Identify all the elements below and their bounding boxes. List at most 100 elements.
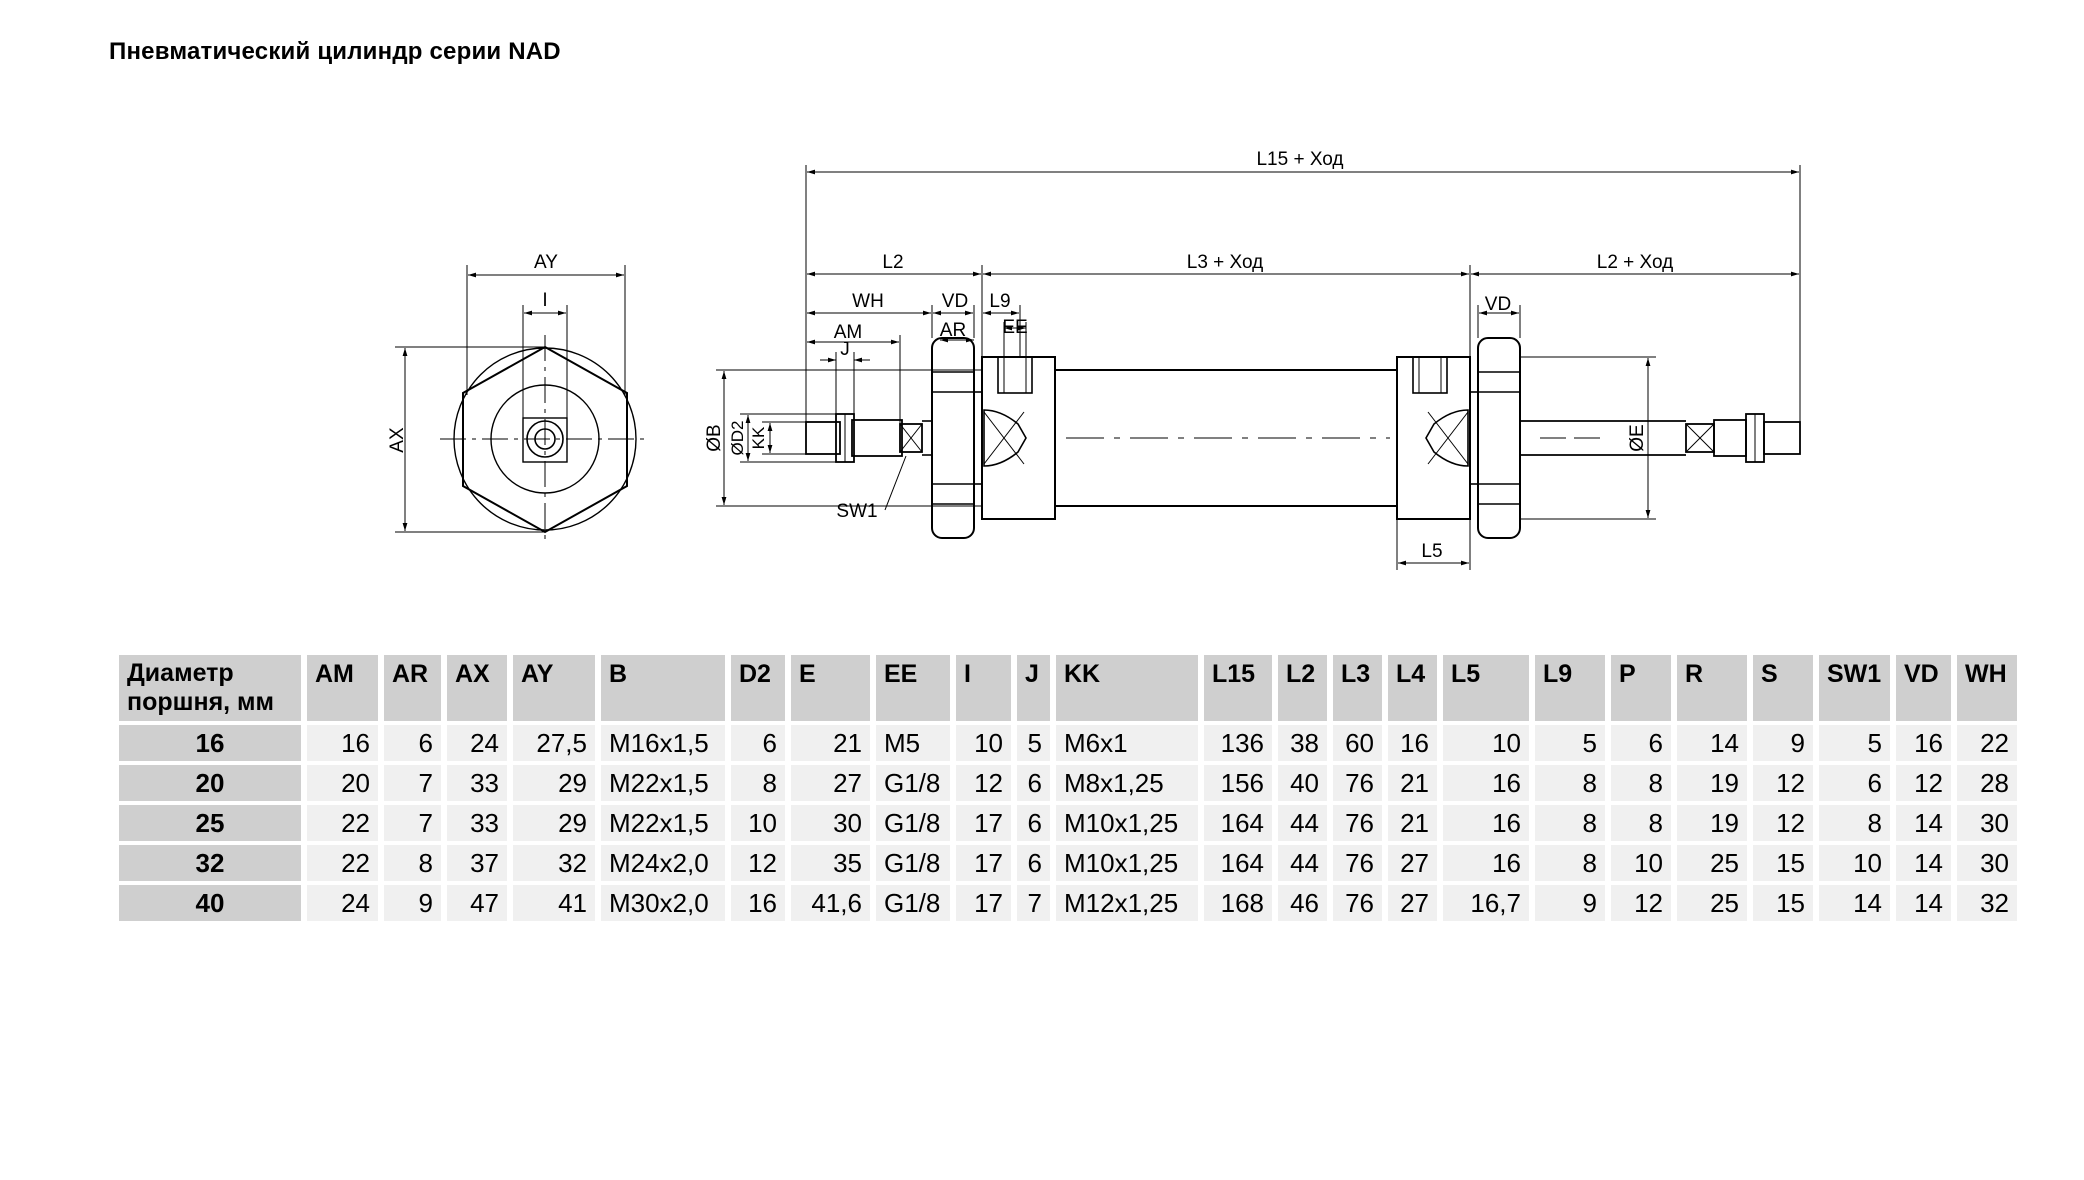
- label-ee: EE: [1002, 317, 1027, 338]
- table-cell: 35: [791, 845, 870, 881]
- table-cell: 25: [1677, 845, 1747, 881]
- table-cell: 19: [1677, 765, 1747, 801]
- table-cell: 24: [307, 885, 378, 921]
- table-cell: 25: [1677, 885, 1747, 921]
- table-cell: 76: [1333, 885, 1382, 921]
- label-l2: L2: [882, 252, 903, 273]
- label-ax: AX: [387, 427, 408, 453]
- table-cell: 8: [1611, 765, 1671, 801]
- table-cell: 12: [731, 845, 785, 881]
- table-cell: G1/8: [876, 885, 950, 921]
- table-header-b: B: [601, 655, 725, 721]
- table-cell: 8: [1535, 805, 1605, 841]
- table-cell: 60: [1333, 725, 1382, 761]
- table-cell: 20: [307, 765, 378, 801]
- table-cell: 27: [1388, 885, 1437, 921]
- table-cell: 19: [1677, 805, 1747, 841]
- table-cell: 8: [1535, 765, 1605, 801]
- table-cell: 76: [1333, 805, 1382, 841]
- label-wh: WH: [852, 291, 884, 312]
- table-cell: 5: [1819, 725, 1890, 761]
- table-cell: 9: [1753, 725, 1813, 761]
- table-header-d2: D2: [731, 655, 785, 721]
- table-cell: 12: [956, 765, 1011, 801]
- table-header-i: I: [956, 655, 1011, 721]
- table-cell: 16: [1443, 845, 1529, 881]
- table-cell: 28: [1957, 765, 2017, 801]
- table-cell: 6: [1819, 765, 1890, 801]
- table-cell: 6: [1017, 805, 1050, 841]
- table-cell: 32: [1957, 885, 2017, 921]
- table-row-header: 40: [119, 885, 301, 921]
- table-cell: 27: [1388, 845, 1437, 881]
- table-cell: 10: [956, 725, 1011, 761]
- table-cell: 6: [384, 725, 441, 761]
- table-cell: M10x1,25: [1056, 805, 1198, 841]
- table-cell: 21: [1388, 805, 1437, 841]
- table-cell: 8: [1611, 805, 1671, 841]
- table-cell: 6: [731, 725, 785, 761]
- table-cell: 16: [731, 885, 785, 921]
- table-cell: 29: [513, 765, 595, 801]
- label-vd: VD: [942, 291, 968, 312]
- table-header-am: AM: [307, 655, 378, 721]
- table-header-l4: L4: [1388, 655, 1437, 721]
- table-cell: 6: [1017, 845, 1050, 881]
- table-cell: 14: [1819, 885, 1890, 921]
- table-cell: M30x2,0: [601, 885, 725, 921]
- table-cell: 6: [1017, 765, 1050, 801]
- table-row-header: 16: [119, 725, 301, 761]
- table-cell: 12: [1896, 765, 1951, 801]
- table-cell: 14: [1896, 845, 1951, 881]
- label-l3: L3 + Ход: [1187, 252, 1263, 273]
- table-cell: 22: [1957, 725, 2017, 761]
- table-header-p: P: [1611, 655, 1671, 721]
- table-cell: 27: [791, 765, 870, 801]
- table-cell: 30: [791, 805, 870, 841]
- table-cell: 30: [1957, 805, 2017, 841]
- table-cell: 24: [447, 725, 507, 761]
- table-header-ar: AR: [384, 655, 441, 721]
- table-cell: 16: [1896, 725, 1951, 761]
- table-cell: 12: [1753, 765, 1813, 801]
- table-cell: 10: [1819, 845, 1890, 881]
- table-cell: M24x2,0: [601, 845, 725, 881]
- table-cell: 15: [1753, 885, 1813, 921]
- label-ar: AR: [940, 320, 966, 341]
- label-l9: L9: [989, 291, 1010, 312]
- table-cell: 22: [307, 805, 378, 841]
- table-cell: 15: [1753, 845, 1813, 881]
- table-cell: 21: [791, 725, 870, 761]
- label-b: ØB: [704, 424, 725, 451]
- table-cell: 9: [384, 885, 441, 921]
- label-sw1: SW1: [836, 501, 877, 522]
- table-cell: 12: [1753, 805, 1813, 841]
- table-cell: M10x1,25: [1056, 845, 1198, 881]
- table-cell: M12x1,25: [1056, 885, 1198, 921]
- table-cell: 29: [513, 805, 595, 841]
- table-cell: M5: [876, 725, 950, 761]
- table-cell: 12: [1611, 885, 1671, 921]
- table-cell: 44: [1278, 845, 1327, 881]
- table-header-l9: L9: [1535, 655, 1605, 721]
- table-header-l5: L5: [1443, 655, 1529, 721]
- table-cell: 6: [1611, 725, 1671, 761]
- table-cell: M16x1,5: [601, 725, 725, 761]
- table-cell: G1/8: [876, 805, 950, 841]
- table-cell: 76: [1333, 765, 1382, 801]
- label-i: I: [542, 290, 547, 311]
- table-cell: 16: [1443, 765, 1529, 801]
- table-cell: 168: [1204, 885, 1272, 921]
- table-cell: 5: [1535, 725, 1605, 761]
- table-cell: 10: [1443, 725, 1529, 761]
- table-row-header: 32: [119, 845, 301, 881]
- table-cell: 33: [447, 765, 507, 801]
- table-cell: 22: [307, 845, 378, 881]
- side-view: [716, 165, 1801, 570]
- table-cell: 16: [1443, 805, 1529, 841]
- table-cell: M22x1,5: [601, 805, 725, 841]
